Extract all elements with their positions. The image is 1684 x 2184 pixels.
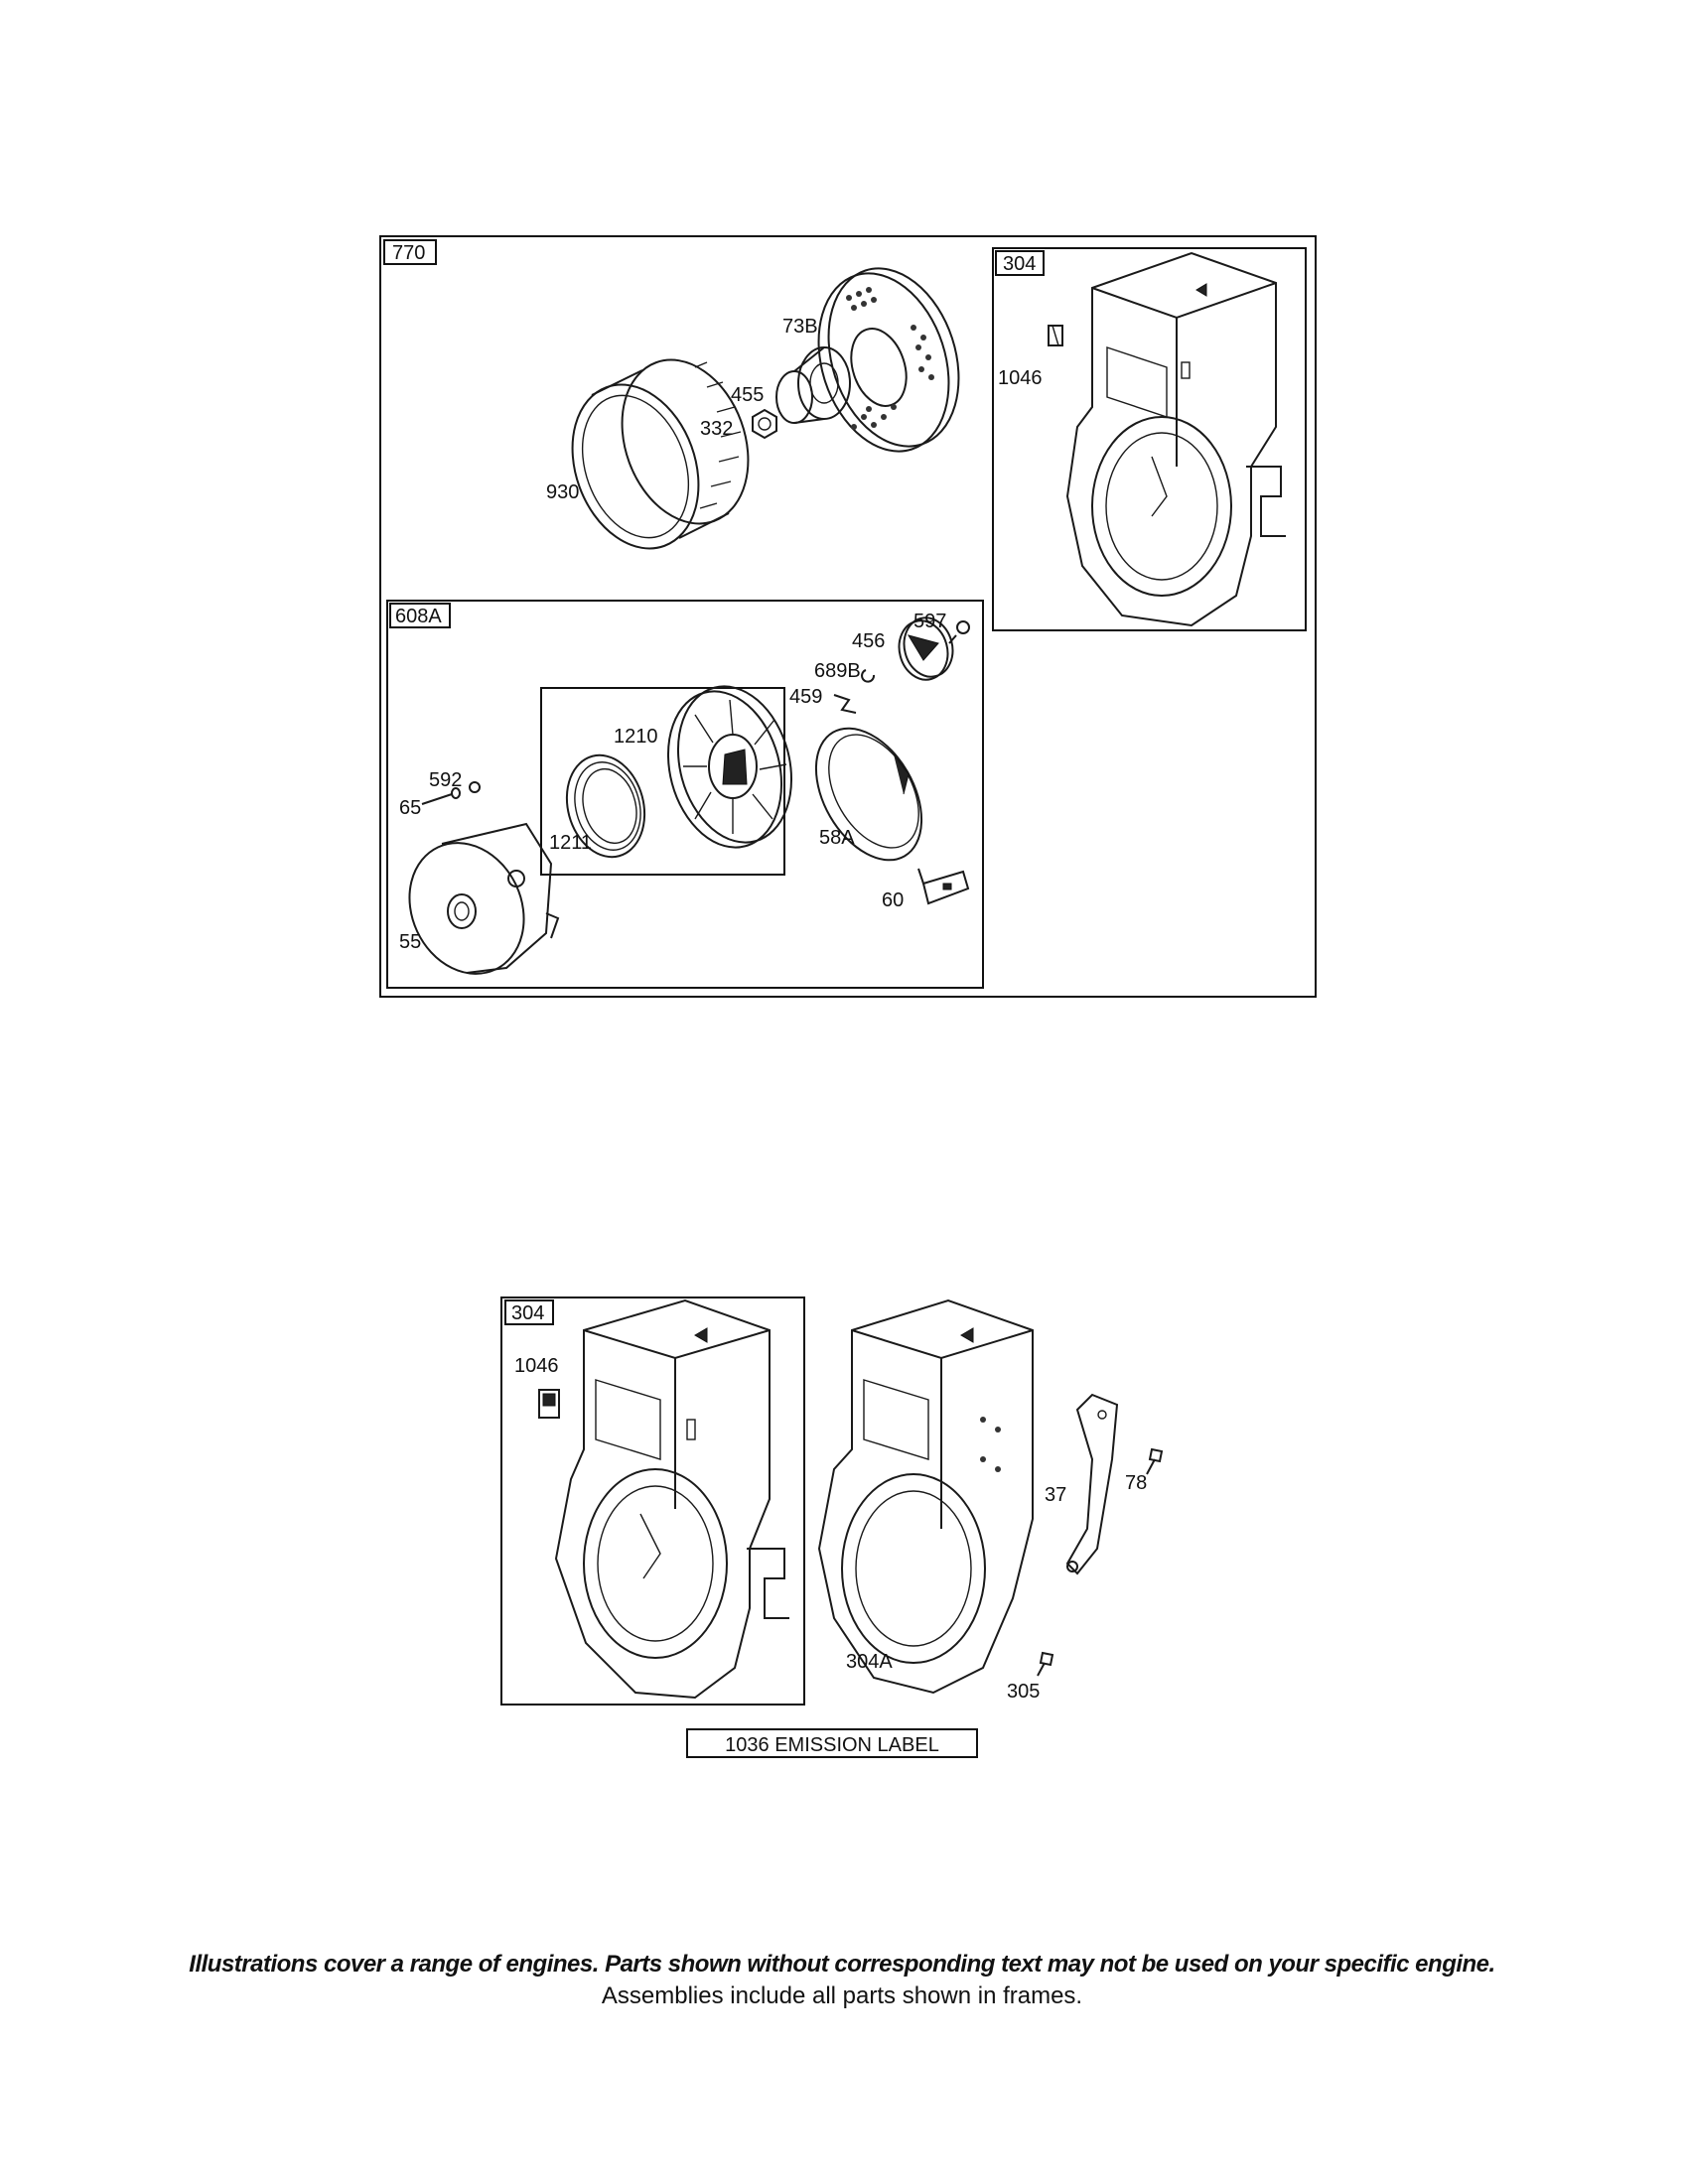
frame-304-top-border — [992, 247, 1307, 631]
part-459-pin — [833, 694, 857, 714]
label-60: 60 — [882, 889, 904, 911]
frame-608a-tag-box — [389, 603, 451, 628]
label-55: 55 — [399, 931, 421, 953]
frame-304-top: 304 — [992, 247, 1307, 631]
label-65: 65 — [399, 797, 421, 819]
frame-304-bottom-tag: 304 — [511, 1302, 544, 1324]
label-930: 930 — [546, 481, 579, 503]
part-73b-plate — [817, 267, 960, 453]
part-332-nut — [752, 408, 777, 440]
frame-304-bottom: 304 — [500, 1297, 805, 1706]
frame-608a-tag: 608A — [395, 606, 442, 627]
label-1046-bottom: 1046 — [514, 1355, 559, 1377]
frame-304-top-tag-box — [995, 250, 1045, 276]
part-1210-pulley — [666, 685, 793, 849]
label-73b: 73B — [782, 316, 818, 338]
part-304-blower-housing-top — [1065, 251, 1286, 627]
label-37: 37 — [1045, 1484, 1066, 1506]
label-689b: 689B — [814, 660, 861, 682]
frame-770: 770 — [379, 235, 1317, 998]
label-1210: 1210 — [614, 726, 658, 748]
part-305-screw — [1037, 1651, 1054, 1677]
emission-label-text: 1036 EMISSION LABEL — [725, 1734, 939, 1756]
label-78: 78 — [1125, 1472, 1147, 1494]
frame-770-tag: 770 — [392, 242, 425, 264]
frame-304-bottom-tag-box — [504, 1299, 554, 1325]
label-1046-top: 1046 — [998, 367, 1043, 389]
part-1046-label-clip-top — [1048, 325, 1063, 346]
frame-770-border — [379, 235, 1317, 998]
label-597: 597 — [913, 611, 946, 632]
footer-subnote: Assemblies include all parts shown in fr… — [601, 1982, 1083, 2009]
part-689b-clip — [861, 669, 876, 683]
frame-304-bottom-border — [500, 1297, 805, 1706]
part-304-blower-housing-bottom — [554, 1298, 789, 1700]
part-58a-rope — [814, 727, 923, 862]
label-305: 305 — [1007, 1681, 1040, 1703]
label-592: 592 — [429, 769, 462, 791]
frame-pulley-spring — [540, 687, 785, 876]
part-597-screw — [948, 620, 970, 644]
footer: Illustrations cover a range of engines. … — [0, 1951, 1684, 2010]
part-1211-rewind-spring — [565, 753, 646, 859]
label-332: 332 — [700, 418, 733, 440]
part-304a-blower-housing — [817, 1298, 1034, 1695]
label-1211: 1211 — [549, 832, 592, 854]
frame-304-top-tag: 304 — [1003, 253, 1036, 275]
part-65-screw — [421, 787, 461, 805]
footer-note: Illustrations cover a range of engines. … — [189, 1951, 1495, 1978]
part-78-screw — [1146, 1447, 1164, 1475]
label-459: 459 — [789, 686, 822, 708]
label-58a: 58A — [819, 827, 855, 849]
frame-770-tag-box — [383, 239, 437, 265]
frame-608a: 608A — [386, 600, 984, 989]
part-60-handle — [917, 868, 970, 905]
label-304a: 304A — [846, 1651, 893, 1673]
frame-608a-border — [386, 600, 984, 989]
emission-label-box: 1036 EMISSION LABEL — [686, 1728, 978, 1758]
part-1046-label-clip-bottom — [538, 1389, 560, 1419]
part-592-washer — [469, 781, 481, 793]
label-456: 456 — [852, 630, 885, 652]
part-37-bracket — [1065, 1393, 1119, 1575]
part-930-screen-ring — [571, 358, 750, 550]
part-55-starter-housing — [408, 822, 560, 975]
label-455: 455 — [731, 384, 764, 406]
